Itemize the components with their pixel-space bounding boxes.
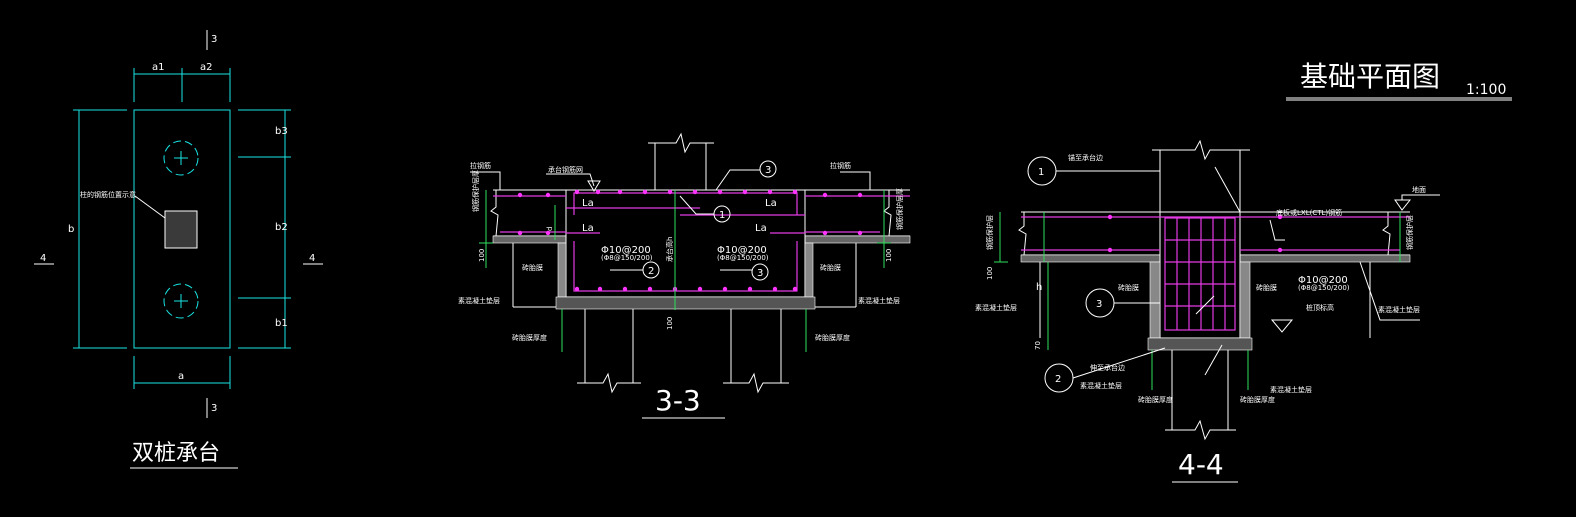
s33-dim100-center: 100 <box>666 317 674 330</box>
s33-dim100-left: 100 <box>478 249 486 262</box>
s44-bar-note: Φ10@200 <box>1298 275 1348 286</box>
s33-cushion-right: 砖胎膜 <box>820 263 841 272</box>
section-3-3: 拉钢筋 拉钢筋 承台钢筋网 钢筋保护层厚 钢筋保护层厚 La La La La … <box>458 132 911 419</box>
s44-bar-sub: (Φ8@150/200) <box>1298 284 1350 292</box>
s33-la-4: La <box>755 223 767 234</box>
s44-callout1-label: 1 <box>1038 167 1044 178</box>
s44-concrete-right: 素混凝土垫层 <box>1378 305 1420 314</box>
s44-h: h <box>1036 282 1042 293</box>
drawing-heading: 基础平面图 <box>1300 60 1440 93</box>
callout-2 <box>642 261 660 279</box>
s33-cushion-left: 砖胎膜 <box>522 263 543 272</box>
s33-callout2-label: 2 <box>648 266 654 277</box>
s33-right-top: 拉钢筋 <box>830 161 851 170</box>
pile-bottom <box>163 283 199 319</box>
s33-d: d <box>546 227 554 231</box>
s44-dim70: 70 <box>1034 341 1042 350</box>
s33-cover-left: 砖胎膜厚度 <box>512 333 547 342</box>
side-mark-right: 4 <box>309 253 315 264</box>
s33-dim100-right: 100 <box>885 249 893 262</box>
s33-depth: 承台高h <box>665 237 674 262</box>
column-square <box>164 210 198 249</box>
s44-lower-note: 伸至承台边 <box>1090 363 1125 372</box>
s44-top-note: 锚至承台边 <box>1068 153 1103 162</box>
drawing-scale: 1:100 <box>1466 82 1506 98</box>
s44-left-cover: 钢筋保护层 <box>985 215 994 250</box>
s44-dim100: 100 <box>986 267 994 280</box>
s33-callout1-label: 1 <box>719 210 725 221</box>
s33-bar-right: Φ10@200 <box>717 245 767 256</box>
s44-concrete-left-2: 素混凝土垫层 <box>1080 381 1122 390</box>
dim-a2: a2 <box>200 62 213 73</box>
dim-a: a <box>178 371 184 382</box>
dim-b: b <box>68 224 74 235</box>
section-mark-top: 3 <box>211 34 217 45</box>
s33-la-3: La <box>582 223 594 234</box>
s33-la-1: La <box>582 198 594 209</box>
dim-b3: b3 <box>275 126 288 137</box>
s44-cover-right: 砖胎膜厚度 <box>1240 395 1275 404</box>
s33-right-side: 钢筋保护层厚 <box>895 188 904 230</box>
section-4-4-title: 4-4 <box>1178 448 1224 481</box>
s44-callout2-label: 2 <box>1055 374 1061 385</box>
s33-bar-right-sub: (Φ8@150/200) <box>717 254 769 262</box>
s44-beam-note: 底板或LXL(CTL)钢筋 <box>1276 208 1342 217</box>
section-3-3-title: 3-3 <box>655 384 701 417</box>
s33-bar-left-sub: (Φ8@150/200) <box>601 254 653 262</box>
section-mark-bottom: 3 <box>211 403 217 414</box>
s44-cover-left: 砖胎膜厚度 <box>1138 395 1173 404</box>
s44-callout3-label: 3 <box>1096 299 1102 310</box>
s33-concrete-left: 素混凝土垫层 <box>458 296 500 305</box>
s33-callout3-label: 3 <box>757 268 763 279</box>
concrete-cushion <box>555 296 816 310</box>
s44-concrete-right-2: 素混凝土垫层 <box>1270 385 1312 394</box>
callout-3-top <box>759 160 777 178</box>
pile-cap-plan: 柱的钢筋位置示意 a1 a2 a b b3 b2 b1 3 3 4 4 双桩承台 <box>34 30 323 469</box>
dim-a1: a1 <box>152 62 165 73</box>
pile-cap-outline <box>133 109 231 349</box>
s44-brick-left: 砖胎膜 <box>1118 283 1139 292</box>
pile-cap-section-4 <box>1159 211 1241 339</box>
side-mark-left: 4 <box>40 253 46 264</box>
s33-bar-left: Φ10@200 <box>601 245 651 256</box>
s44-brick-right: 砖胎膜 <box>1256 283 1277 292</box>
callout-1 <box>713 205 731 223</box>
plan-title: 双桩承台 <box>132 441 220 466</box>
callout-3 <box>751 263 769 281</box>
s33-left-top: 拉钢筋 <box>470 161 491 170</box>
s33-left-side: 钢筋保护层厚 <box>471 170 480 212</box>
column-note: 柱的钢筋位置示意 <box>80 190 136 199</box>
s33-la-2: La <box>765 198 777 209</box>
s44-pile-note: 桩顶标高 <box>1306 303 1334 312</box>
s44-concrete-left: 素混凝土垫层 <box>975 303 1017 312</box>
dim-b2: b2 <box>275 222 288 233</box>
s44-right-cover: 钢筋保护层 <box>1405 215 1414 250</box>
s33-callout3-top-label: 3 <box>765 165 771 176</box>
section-4-4: 基础平面图 1:100 <box>975 60 1512 483</box>
rebar-dots-top <box>517 189 863 236</box>
s33-cap-note: 承台钢筋网 <box>548 165 583 174</box>
s33-concrete-right: 素混凝土垫层 <box>858 296 900 305</box>
pile-top <box>163 140 199 176</box>
dim-b1: b1 <box>275 318 288 329</box>
s33-cover-right: 砖胎膜厚度 <box>815 333 850 342</box>
s44-floor: 地面 <box>1412 185 1426 194</box>
